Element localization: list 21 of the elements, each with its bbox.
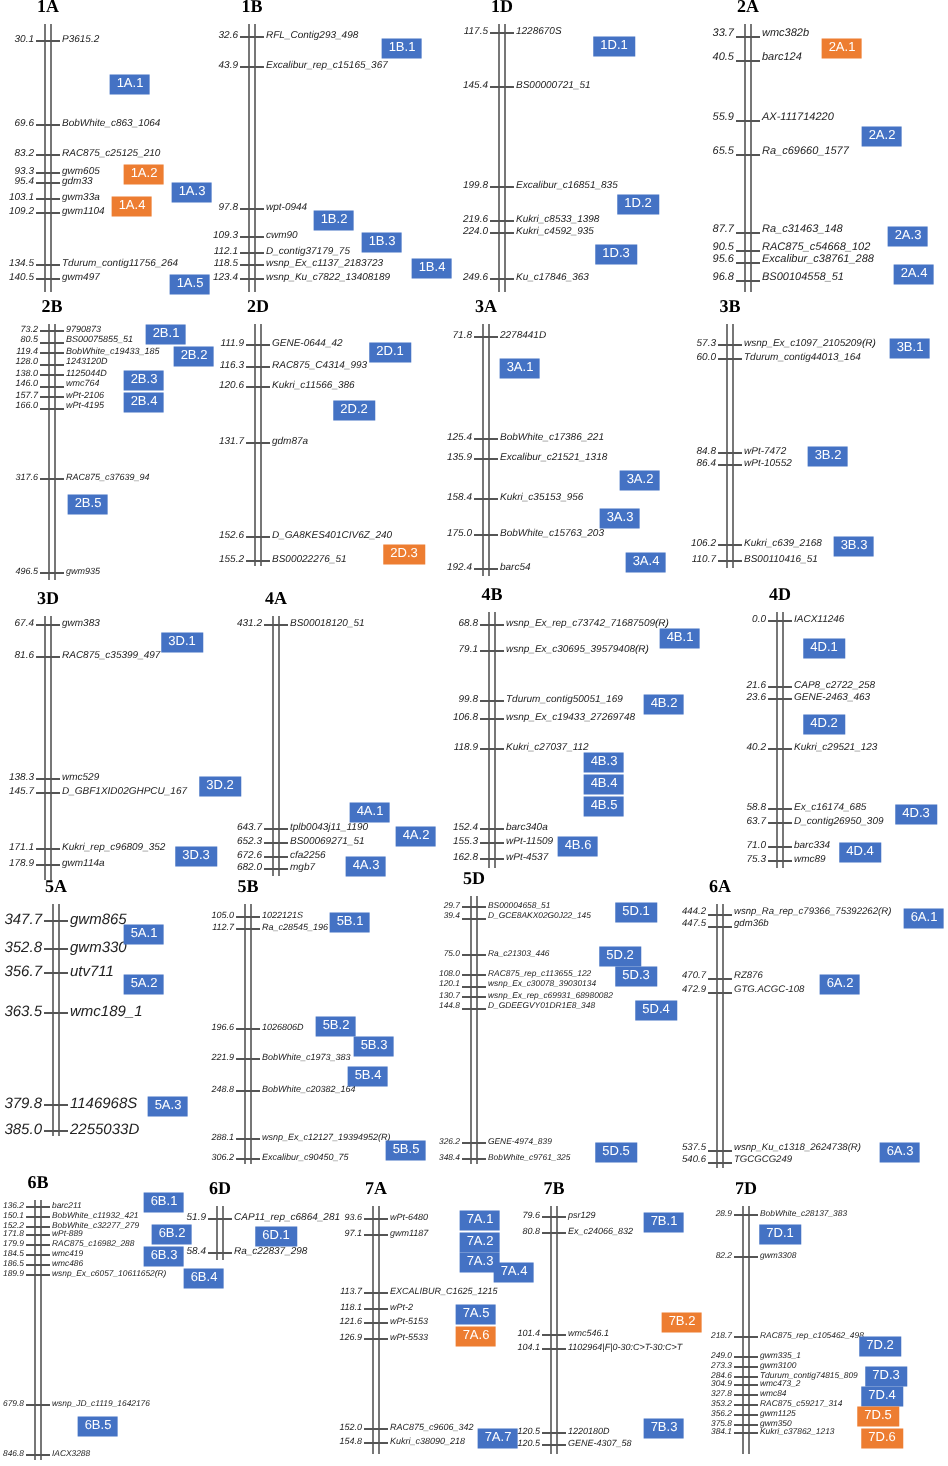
chromosome-label: 4B: [481, 586, 503, 604]
chromosome-label: 1D: [491, 0, 513, 16]
chromosome-label: 2B: [41, 298, 63, 316]
chromosome-label: 3A: [475, 298, 497, 316]
chromosome-label: 6B: [27, 1174, 49, 1192]
chromosome-label: 3D: [37, 590, 59, 608]
chromosome-label: 4A: [265, 590, 287, 608]
chromosome-label: 5A: [45, 878, 67, 896]
chromosome-label: 6D: [209, 1180, 231, 1198]
chromosome-label: 7A: [365, 1180, 387, 1198]
chromosome-label: 5B: [237, 878, 259, 896]
chromosome-label: 1B: [241, 0, 263, 16]
chromosome-label: 2A: [737, 0, 759, 16]
chromosome-label: 7B: [543, 1180, 565, 1198]
chromosome-label: 5D: [463, 870, 485, 888]
chromosome-label: 7D: [735, 1180, 757, 1198]
chromosome-label: 4D: [769, 586, 791, 604]
chromosome-label: 1A: [37, 0, 59, 16]
chromosome-label: 3B: [719, 298, 741, 316]
chromosome-label: 6A: [709, 878, 731, 896]
chromosome-label: 2D: [247, 298, 269, 316]
